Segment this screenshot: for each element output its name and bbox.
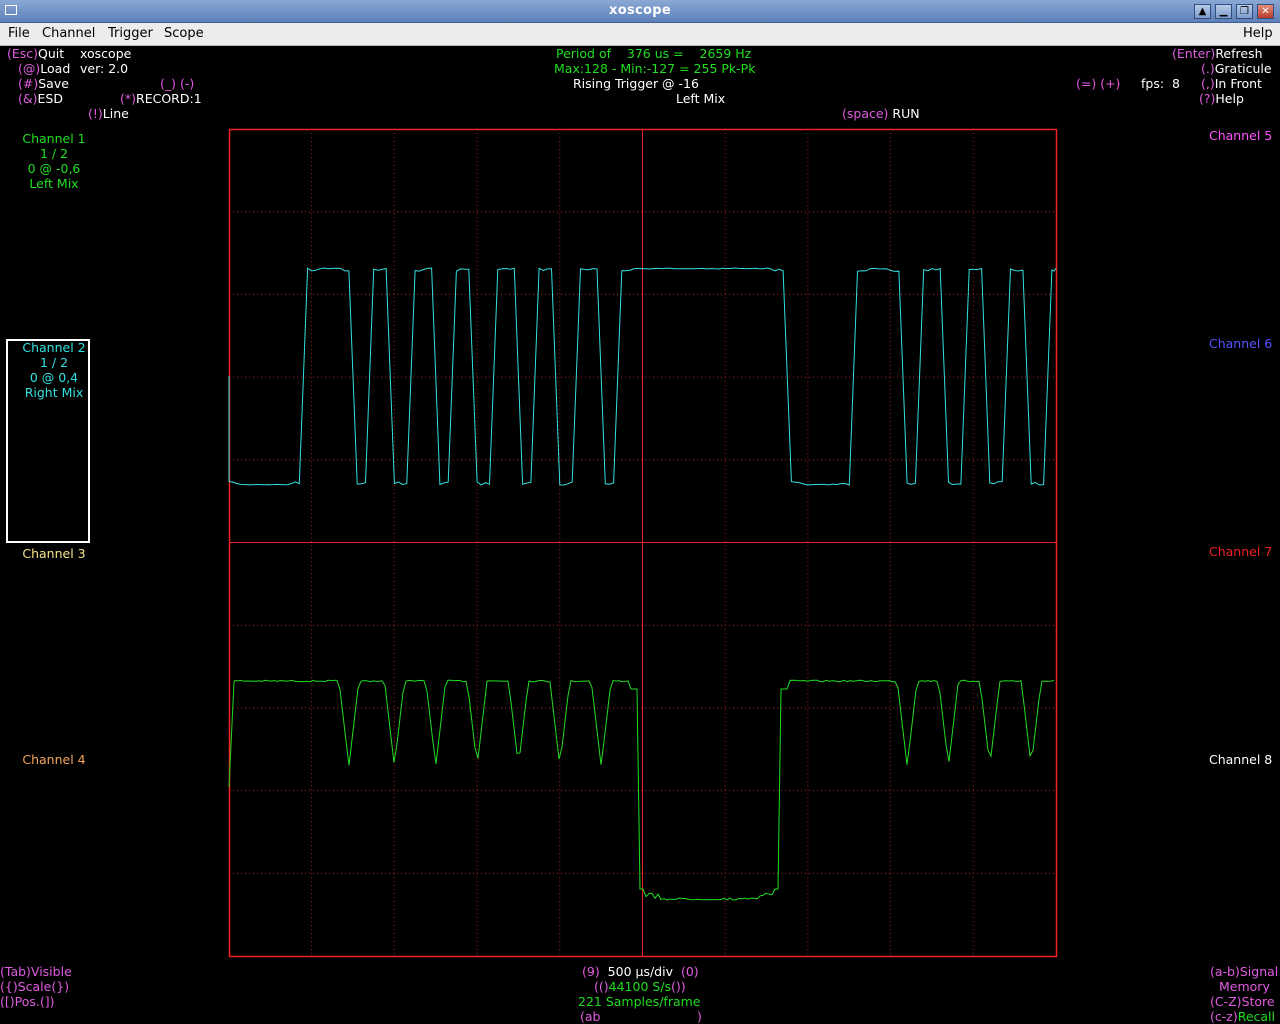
trigger-readout: Rising Trigger @ -16 [573,76,699,91]
load-command[interactable]: (@)Load [18,61,71,76]
scale-command[interactable]: ({)Scale(}) [0,979,70,994]
channel-3-name[interactable]: Channel 3 [22,546,86,561]
channel-2-selection-box [6,339,90,543]
underscore-minus-keys[interactable]: (_) (-) [160,76,195,91]
channel-6-name[interactable]: Channel 6 [1209,336,1273,351]
channel-5-name[interactable]: Channel 5 [1209,128,1273,143]
maximize-icon[interactable]: ❐ [1236,4,1253,19]
sample-rate-control[interactable]: (()44100 S/s()) [594,979,686,994]
menu-file[interactable]: File [8,26,30,41]
samples-per-frame: 221 Samples/frame [578,994,701,1009]
store-command[interactable]: (C-Z)Store [1210,994,1275,1009]
recall-command[interactable]: (c-z)Recall [1210,1009,1275,1024]
esd-command[interactable]: (&)ESD [18,91,63,106]
run-command[interactable]: (space) RUN [842,106,920,121]
grid-frame [228,128,1058,958]
window-title: xoscope [609,3,671,18]
period-readout: Period of 376 us = 2659 Hz [556,46,752,61]
quit-command[interactable]: (Esc)Quit [7,46,65,61]
channel-2-scale: 1 / 2 [39,355,69,370]
channel-2-source: Right Mix [24,385,84,400]
trigger-channel: Left Mix [676,91,726,106]
minimize-icon[interactable]: ▁ [1215,4,1232,19]
menu-channel[interactable]: Channel [42,26,96,41]
window-titlebar: xoscope ▲ ▁ ❐ ✕ [0,0,1280,23]
channel-1-source: Left Mix [29,176,79,191]
channel-8-name[interactable]: Channel 8 [1209,752,1273,767]
fps-readout: fps: 8 [1141,76,1180,91]
channel-7-name[interactable]: Channel 7 [1209,544,1273,559]
version-label: ver: 2.0 [80,61,129,76]
memory-label: Memory [1219,979,1270,994]
help-command[interactable]: (?)Help [1199,91,1244,106]
maxmin-readout: Max:128 - Min:-127 = 255 Pk-Pk [554,61,756,76]
close-icon[interactable]: ✕ [1257,4,1274,19]
channel-1-pos: 0 @ -0,6 [27,161,81,176]
in-front-command[interactable]: (,)In Front [1201,76,1262,91]
menu-help[interactable]: Help [1243,26,1273,41]
channel-1-info[interactable]: Channel 1 1 / 2 0 @ -0,6 Left Mix [0,131,108,191]
eq-plus-keys[interactable]: (=) (+) [1076,76,1121,91]
app-name: xoscope [80,46,132,61]
channel-2-info[interactable]: Channel 2 1 / 2 0 @ 0,4 Right Mix [0,340,108,400]
channel-1-trace [228,679,1055,901]
signal-command[interactable]: (a-b)Signal [1210,964,1279,979]
graticule-command[interactable]: (.)Graticule [1201,61,1272,76]
timebase-control[interactable]: (9) 500 µs/div (0) [582,964,699,979]
menubar: File Channel Trigger Scope Help [0,23,1280,46]
save-command[interactable]: (#)Save [18,76,69,91]
menu-scope[interactable]: Scope [164,26,204,41]
channel-2-name: Channel 2 [22,340,86,355]
channel-2-trace [228,267,1057,486]
ab-left[interactable]: (ab [580,1009,601,1024]
refresh-command[interactable]: (Enter)Refresh [1172,46,1263,61]
window-menu-icon[interactable] [5,5,17,15]
menu-trigger[interactable]: Trigger [108,26,153,41]
ab-right[interactable]: ) [697,1009,702,1024]
record-command[interactable]: (*)RECORD:1 [120,91,202,106]
channel-1-name: Channel 1 [22,131,86,146]
channel-1-scale: 1 / 2 [39,146,69,161]
line-command[interactable]: (!)Line [88,106,129,121]
pos-command[interactable]: ([)Pos.(]) [0,994,55,1009]
shade-icon[interactable]: ▲ [1194,4,1211,19]
channel-4-name[interactable]: Channel 4 [22,752,86,767]
visible-command[interactable]: (Tab)Visible [0,964,72,979]
channel-2-pos: 0 @ 0,4 [29,370,79,385]
